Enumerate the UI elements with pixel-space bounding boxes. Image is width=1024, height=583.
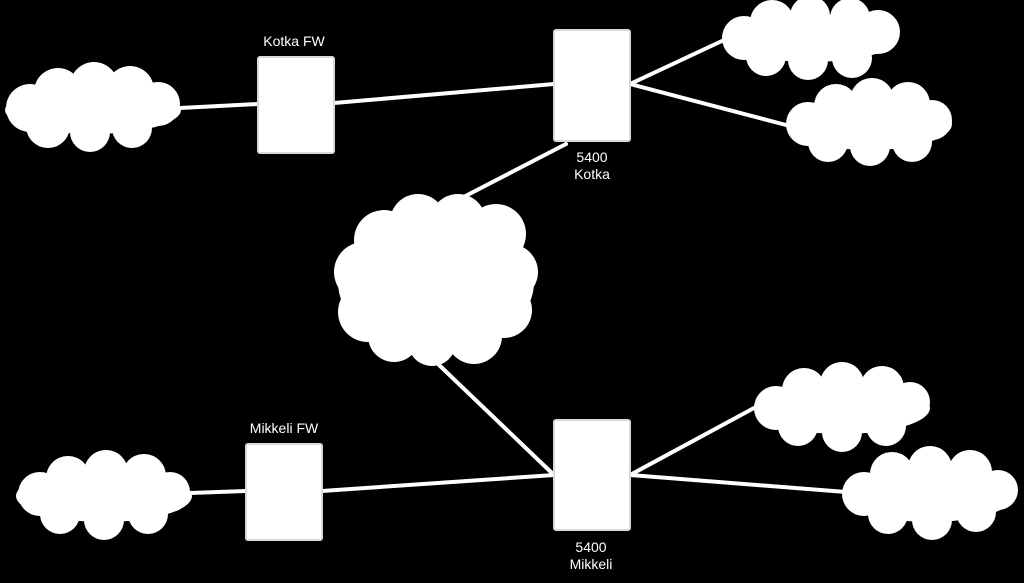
cloud-mikkeli-lower-right-icon <box>842 446 1018 540</box>
switch-mikkeli-model: 5400 <box>575 539 607 555</box>
switch-mikkeli-site: Mikkeli <box>569 556 613 572</box>
switch-kotka-icon <box>553 29 631 142</box>
link-kotka-lan-to-kotka-fw <box>178 102 260 110</box>
device-group <box>245 29 631 541</box>
link-mikkeli-lan-to-mikkeli-fw <box>188 489 248 495</box>
kotka-fw-label: Kotka FW <box>244 33 344 50</box>
cloud-mikkeli-upper-right-icon <box>754 362 930 452</box>
link-mikkeli-fw-to-switch-mikkeli <box>320 473 556 493</box>
cloud-kotka-upper-right-icon <box>722 0 900 80</box>
link-wan-cloud-to-switch-mikkeli <box>436 362 556 477</box>
link-switch-mikkeli-to-lower-right-cloud <box>628 473 848 494</box>
kotka-fw-label-text: Kotka FW <box>263 33 325 49</box>
link-switch-mikkeli-to-upper-right-cloud <box>628 406 756 477</box>
cloud-wan-center-icon <box>334 194 538 366</box>
mikkeli-fw-label-text: Mikkeli FW <box>249 420 319 436</box>
link-switch-kotka-to-upper-right-cloud <box>628 38 726 86</box>
link-kotka-fw-to-switch-kotka <box>332 82 556 105</box>
cloud-mikkeli-lan-icon <box>16 450 192 540</box>
switch-kotka-site: Kotka <box>574 166 610 182</box>
cloud-kotka-lan-icon <box>5 62 181 152</box>
cloud-group <box>5 0 1018 540</box>
link-group <box>178 38 848 495</box>
switch-kotka-model: 5400 <box>576 149 608 165</box>
kotka-fw-icon <box>257 56 335 154</box>
link-switch-kotka-to-wan-cloud <box>448 142 568 206</box>
cloud-kotka-lower-right-icon <box>786 78 952 166</box>
switch-mikkeli-icon <box>553 419 631 531</box>
link-switch-kotka-to-lower-right-cloud <box>628 82 792 128</box>
switch-kotka-label: 5400 Kotka <box>552 149 632 183</box>
mikkeli-fw-icon <box>245 443 323 541</box>
switch-mikkeli-label: 5400 Mikkeli <box>551 539 631 573</box>
mikkeli-fw-label: Mikkeli FW <box>236 420 332 437</box>
